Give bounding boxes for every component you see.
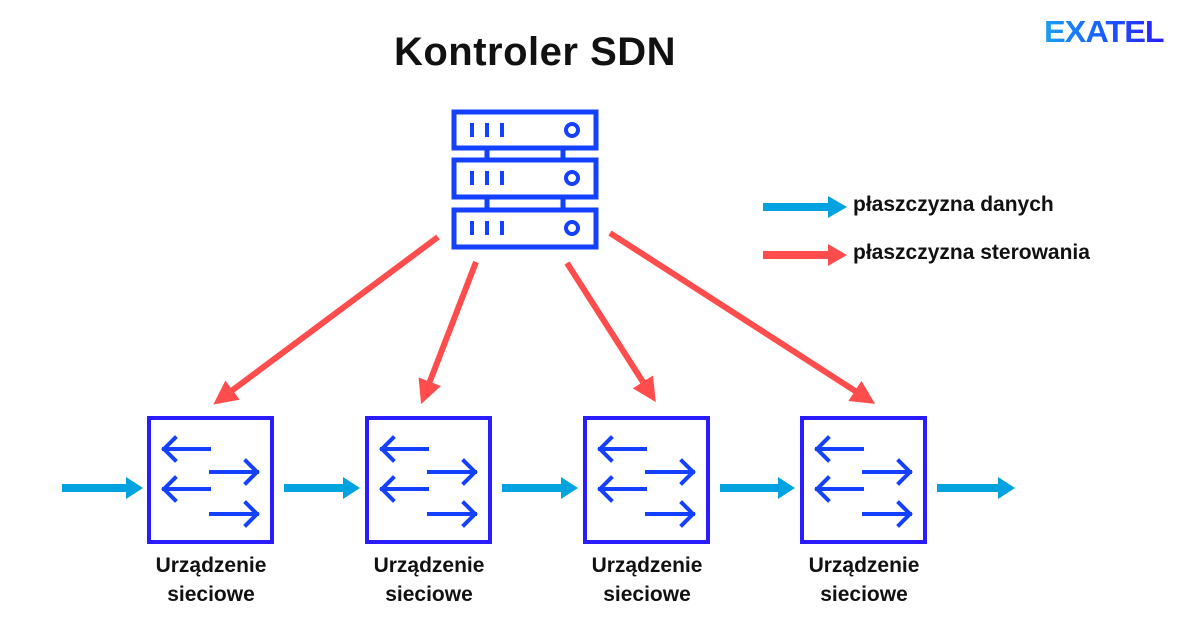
device-frame: [800, 416, 927, 544]
switch-arrows-icon: [814, 435, 913, 528]
data-arrow-2: [284, 477, 360, 499]
device-frame: [147, 416, 274, 544]
exatel-logo: EXATEL: [1044, 14, 1165, 49]
device-frame: [583, 416, 710, 544]
switch-arrows-icon: [161, 435, 260, 528]
control-arrow-2: [418, 260, 479, 405]
data-arrow-1: [62, 477, 143, 499]
network-device-3: [583, 416, 710, 544]
data-plane-arrows: [62, 477, 1015, 499]
data-arrow-5: [937, 477, 1015, 499]
server-rack-icon: [451, 109, 599, 250]
legend-label-data: płaszczyzna danych: [853, 193, 1054, 216]
data-arrow-3: [502, 477, 578, 499]
page-title: Kontroler SDN: [393, 30, 677, 74]
switch-arrows-icon: [597, 435, 696, 528]
legend-label-control: płaszczyzna sterowania: [853, 241, 1090, 264]
server-unit-1: [451, 109, 599, 151]
legend-arrow-data: [763, 196, 847, 218]
server-unit-2: [451, 157, 599, 200]
switch-arrows-icon: [379, 435, 478, 528]
control-arrow-1: [213, 234, 440, 405]
network-device-1: [147, 416, 274, 544]
data-arrow-4: [720, 477, 795, 499]
control-arrow-3: [564, 261, 656, 403]
control-arrow-4: [608, 230, 876, 404]
network-device-4: [800, 416, 927, 544]
server-unit-3: [451, 207, 599, 250]
legend-arrow-control: [763, 244, 847, 266]
control-plane-arrows: [213, 230, 876, 405]
network-device-2: [365, 416, 492, 544]
device-frame: [365, 416, 492, 544]
